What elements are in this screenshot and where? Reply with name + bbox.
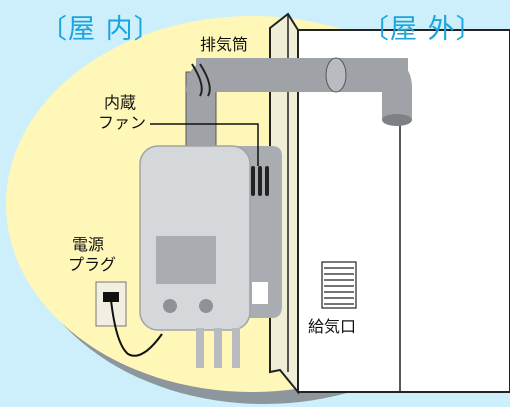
heater-side-indicator	[252, 282, 268, 304]
internal-fan-label-line2: ファン	[98, 113, 147, 132]
power-plug-label-line2: プラグ	[68, 255, 117, 274]
heater-display	[156, 236, 216, 284]
pipe-wall-collar	[325, 57, 347, 93]
power-plug	[103, 292, 119, 302]
heater-knob-left	[163, 299, 177, 313]
outdoor-zone-label: 〔屋 外〕	[362, 14, 484, 45]
exhaust-pipe-outlet	[382, 114, 412, 126]
exhaust-pipe-elbow-right	[380, 58, 412, 120]
air-intake-grille	[321, 261, 357, 309]
pipe-joint	[191, 63, 211, 97]
fan-leader-line	[150, 123, 259, 166]
air-intake-label: 給気口	[308, 317, 357, 336]
power-cord	[110, 299, 163, 357]
internal-fan-label-line1: 内蔵	[104, 93, 137, 112]
fan-vent-slot	[251, 166, 255, 196]
heater-leg	[214, 328, 222, 368]
indoor-zone-label: 〔屋 内〕	[40, 14, 162, 45]
heater-knob-right	[199, 299, 213, 313]
heater-leg	[196, 328, 204, 368]
exhaust-pipe-label: 排気筒	[200, 35, 249, 54]
fan-vent-slot	[265, 166, 269, 196]
fan-vent-slot	[258, 166, 262, 196]
heater-leg	[232, 328, 240, 368]
power-plug-label-line1: 電源	[72, 235, 105, 254]
exhaust-pipe-horizontal	[196, 58, 408, 92]
